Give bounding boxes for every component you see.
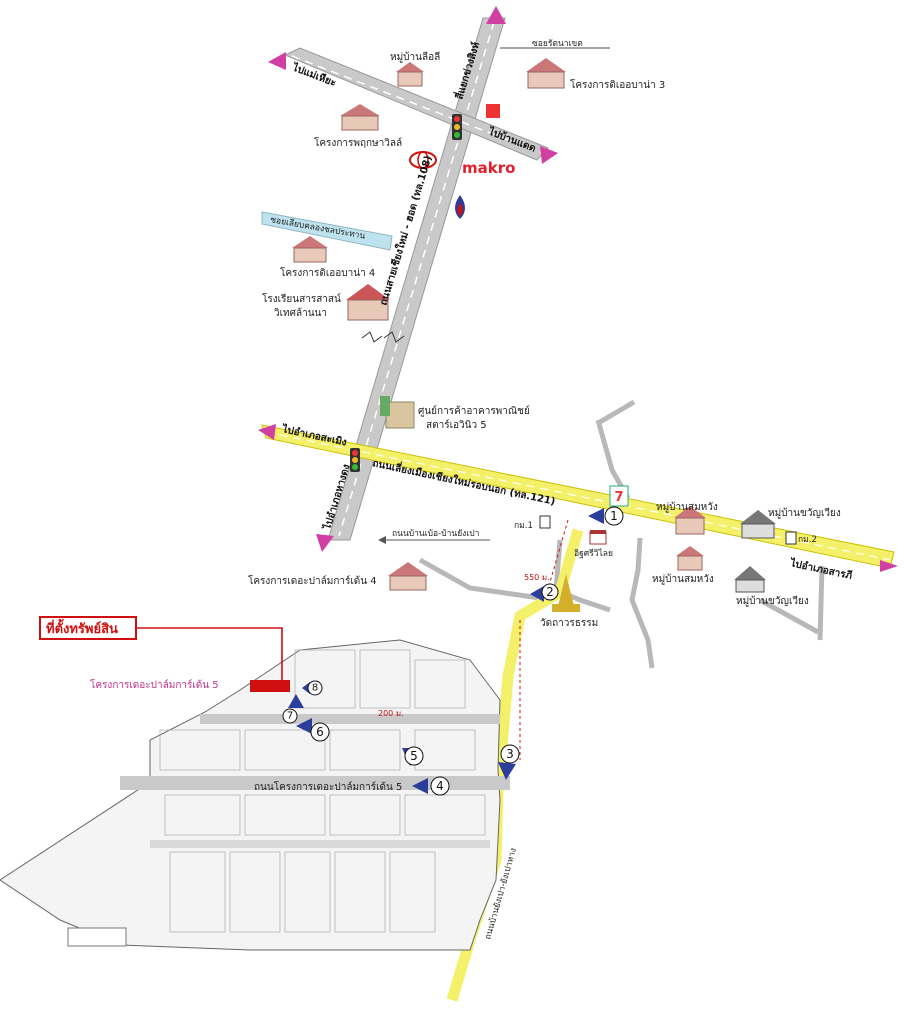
label-soi-rattanakhet: ซอยรัตนาเขต <box>532 39 583 49</box>
ban-road-arrow-icon <box>378 536 386 544</box>
toyota-logo-icon <box>409 151 437 169</box>
svg-text:6: 6 <box>316 725 324 739</box>
house-icon <box>734 566 766 593</box>
label-km1: กม.1 <box>514 521 533 531</box>
traffic-light-icon <box>452 114 462 140</box>
label-temple: วัดถาวรธรรม <box>540 618 598 629</box>
house-icon <box>526 58 566 89</box>
route-marker-7: 7 <box>282 694 304 724</box>
gas-station-icon <box>455 195 465 219</box>
label-commercial-2: สตาร์เอวินิว 5 <box>426 419 487 431</box>
property-plot <box>250 680 290 692</box>
house-icon <box>292 236 328 263</box>
svg-text:7: 7 <box>614 490 623 505</box>
west-ring-arrow-icon <box>258 424 276 440</box>
makro-logo: makro <box>462 159 515 177</box>
house-icon <box>676 546 704 571</box>
side-roads <box>418 399 825 669</box>
house-icon <box>388 562 428 591</box>
svg-text:1: 1 <box>610 509 618 523</box>
route-marker-8: 8 <box>302 680 323 696</box>
label-dio-4: โครงการดิเออบาน่า 4 <box>280 266 375 279</box>
north-arrow-icon <box>486 6 506 24</box>
route-marker-4: 4 <box>412 776 450 796</box>
shop-building-icon <box>589 530 607 545</box>
label-school-1: โรงเรียนสารสาสน์ <box>262 292 341 305</box>
label-commercial-1: ศูนย์การค้าอาคารพาณิชย์ <box>418 405 530 417</box>
temple-icon <box>552 574 580 612</box>
km-marker-icon <box>785 531 797 545</box>
building-icon <box>380 396 415 429</box>
house-icon <box>674 506 706 535</box>
label-somwang-2: หมู่บ้านสมหวัง <box>652 573 714 585</box>
seven-eleven-icon: 7 <box>609 485 629 507</box>
traffic-light-icon <box>350 448 360 472</box>
svg-text:7: 7 <box>287 711 293 722</box>
route-marker-6: 6 <box>296 718 330 742</box>
shop-icon <box>486 104 500 118</box>
road-break-icon <box>361 331 405 343</box>
label-ban-road: ถนนบ้านเบ้อ-บ้านยังเปา <box>392 528 479 539</box>
house-icon <box>340 104 380 131</box>
house-icon <box>396 62 424 87</box>
west-arrow-icon <box>268 52 286 70</box>
label-pruksa: โครงการพฤกษาวิลล์ <box>314 136 402 149</box>
label-550: 550 ม. <box>524 573 550 582</box>
label-palm-4: โครงการเดอะปาล์มการ์เด้น 4 <box>248 574 377 587</box>
route-marker-3: 3 <box>498 744 520 780</box>
label-project-road: ถนนโครงการเดอะปาล์มการ์เด้น 5 <box>254 780 402 793</box>
label-khwan-2: หมู่บ้านขวัญเวียง <box>736 595 809 607</box>
property-leader-line <box>136 627 283 680</box>
label-school-2: วิเทศล้านนา <box>274 307 327 319</box>
label-200: 200 ม. <box>378 709 404 718</box>
east-ring-arrow-icon <box>880 560 898 572</box>
svg-text:5: 5 <box>410 749 418 763</box>
route-marker-5: 5 <box>402 746 424 766</box>
label-shop: อิฐศรีวิไลย <box>574 548 613 559</box>
house-icon <box>740 510 776 539</box>
label-khwan-1: หมู่บ้านขวัญเวียง <box>768 507 841 519</box>
property-label: ที่ตั้งทรัพย์สิน <box>46 618 118 637</box>
label-km2: กม.2 <box>798 535 817 545</box>
svg-text:4: 4 <box>436 779 444 793</box>
canal-soi <box>261 211 393 251</box>
south-arrow-icon <box>316 534 334 552</box>
school-icon <box>346 284 390 321</box>
svg-text:2: 2 <box>546 585 554 599</box>
svg-text:8: 8 <box>312 683 318 694</box>
label-somwang-1: หมู่บ้านสมหวัง <box>656 501 718 513</box>
svg-text:3: 3 <box>506 747 514 761</box>
palm-garden-5-label: โครงการเดอะปาล์มการ์เด้น 5 <box>90 678 219 691</box>
east-arrow-icon <box>540 146 558 164</box>
label-dio-3: โครงการดิเออบาน่า 3 <box>570 78 665 91</box>
km-marker-icon <box>539 515 551 529</box>
subdivision <box>0 639 510 951</box>
label-village-lue-li: หมู่บ้านลือลี <box>390 51 440 63</box>
route-marker-1: 1 <box>588 506 624 526</box>
route-marker-2: 2 <box>530 583 559 602</box>
